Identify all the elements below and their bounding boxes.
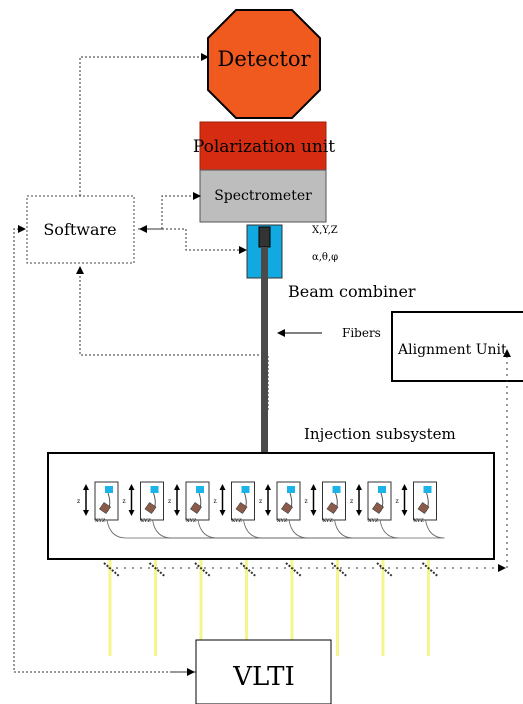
spectrometer-label: Spectrometer [214, 188, 312, 204]
software-spectrometer-link [138, 192, 201, 230]
stage [372, 502, 384, 514]
detector-label: Detector [217, 47, 311, 71]
stage [281, 502, 293, 514]
stage-xyz-label: XYZ [95, 518, 106, 524]
unit-fiber [197, 519, 265, 539]
stage [99, 502, 111, 514]
vlti-box [195, 639, 332, 704]
stage [326, 502, 339, 514]
mirror [287, 486, 295, 493]
stage-z-label: z [123, 498, 126, 505]
stage-z-label: z [350, 498, 353, 505]
stage-xyz-label: XYZ [277, 518, 288, 524]
stage-xyz-label: XYZ [414, 518, 425, 524]
stage-z-label: z [396, 498, 399, 505]
stage-xyz-label: XYZ [232, 518, 243, 524]
vlti-label: VLTI [232, 662, 295, 692]
mirror [423, 486, 432, 493]
unit-fiber [106, 519, 265, 539]
injection-software-link [76, 266, 269, 410]
stage-xyz-label: XYZ [186, 518, 197, 524]
software-label: Software [43, 220, 116, 239]
polarization-unit-label: Polarization unit [193, 137, 335, 157]
beam-combiner-chip [258, 226, 271, 248]
stage-z-label: z [259, 498, 262, 505]
mirror [378, 486, 386, 493]
software-box [26, 195, 135, 264]
stage-xyz-label: XYZ [323, 518, 334, 524]
stage-z-label: z [305, 498, 308, 505]
stage-z-label: z [77, 498, 80, 505]
fiber-bundle [261, 247, 268, 537]
alignment-unit-box [391, 311, 523, 382]
mirror [241, 486, 250, 493]
mirror [196, 486, 204, 493]
unit-fiber [152, 519, 265, 539]
fibers-label: Fibers [342, 326, 381, 340]
mirror [150, 486, 159, 493]
stage [235, 502, 248, 514]
angles-label: α,θ,φ [312, 252, 338, 263]
stage [190, 502, 202, 514]
stage-xyz-label: XYZ [368, 518, 379, 524]
beam-combiner-label: Beam combiner [288, 282, 416, 301]
software-detector-link [79, 53, 209, 196]
injection-subsystem-label: Injection subsystem [304, 425, 456, 443]
unit-fiber [243, 519, 265, 539]
xyz-label: X,Y,Z [312, 225, 338, 236]
unit-fiber [265, 519, 445, 539]
mirror [105, 486, 113, 493]
stage-z-label: z [214, 498, 217, 505]
vlti-software-link [13, 225, 196, 673]
alignment-unit-label: Alignment Unit [397, 342, 507, 358]
stage-z-label: z [168, 498, 171, 505]
mirror [332, 486, 341, 493]
stage [417, 502, 430, 514]
stage-xyz-label: XYZ [141, 518, 152, 524]
polarization-unit-box [199, 121, 327, 171]
stage [144, 502, 157, 514]
software-beamcombiner-link [162, 228, 247, 254]
